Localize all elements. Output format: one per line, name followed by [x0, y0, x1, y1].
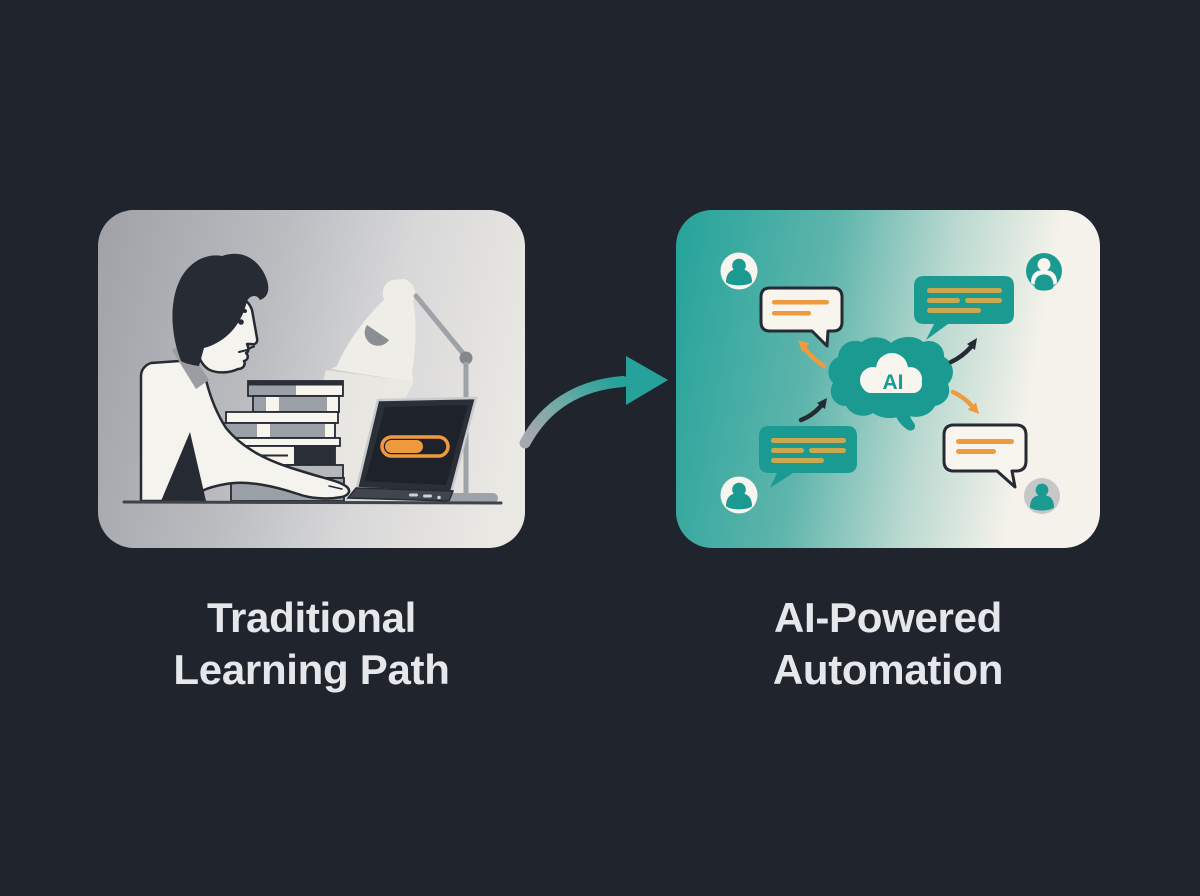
bubble-text-line	[965, 298, 1002, 303]
lamp-arm	[413, 293, 469, 360]
right-caption-line2: Automation	[772, 646, 1004, 693]
bubble-text-line	[771, 458, 824, 463]
bubble-text-line	[956, 439, 1014, 444]
traditional-learning-card	[98, 210, 525, 548]
avatar-head	[732, 258, 746, 273]
transition-arrow-head	[626, 356, 668, 405]
traditional-learning-illustration	[122, 253, 503, 505]
avatar-shoulders	[1034, 274, 1054, 291]
arrow-to-top-left-icon	[798, 340, 827, 369]
arrow-shaft	[948, 344, 974, 365]
book-edge	[248, 381, 343, 386]
bubble-shape	[759, 426, 857, 488]
avatar-bottom-right-icon	[1024, 478, 1060, 514]
chat-bubble-top-left	[759, 286, 844, 348]
ai-automation-illustration: AI	[720, 252, 1062, 514]
mouth-line	[238, 349, 248, 353]
avatar-top-right-icon	[1026, 253, 1062, 291]
avatar-top-left-icon	[720, 252, 758, 290]
avatar-head	[732, 482, 746, 497]
avatar-shoulders	[726, 493, 752, 510]
arrow-shaft	[950, 389, 975, 409]
lamp-shade-slit	[364, 325, 389, 346]
book-slot	[266, 397, 279, 411]
book-pages	[325, 424, 334, 437]
desk-line	[122, 500, 503, 505]
bubble-shape	[942, 423, 1028, 489]
bubble-text-line	[927, 298, 960, 303]
bubble-text-line	[809, 448, 846, 453]
lap-shadow	[161, 432, 206, 501]
left-caption: Traditional Learning Path	[98, 592, 525, 696]
arrow-head	[798, 340, 810, 353]
bubble-text-line	[956, 449, 996, 454]
lamp-base	[449, 493, 498, 503]
arrow-shaft	[798, 403, 824, 423]
book	[230, 437, 341, 447]
laptop-port	[409, 493, 418, 497]
chat-bubble-bottom-left	[759, 426, 857, 488]
progress-pill-track	[380, 435, 450, 458]
left-caption-line2: Learning Path	[173, 646, 450, 693]
book-slot	[257, 424, 270, 437]
arrow-head	[967, 402, 979, 414]
avatar-shoulders	[1030, 495, 1054, 511]
arrow-shaft	[803, 347, 827, 369]
arrow-from-bottom-left-icon	[798, 398, 827, 423]
avatar-head	[1037, 258, 1051, 271]
book	[252, 395, 340, 413]
laptop-icon	[346, 396, 478, 502]
avatar-head	[1035, 483, 1049, 497]
finger-line	[328, 485, 343, 490]
chat-bubble-top-right	[914, 276, 1014, 340]
eyebrow	[229, 308, 247, 316]
chat-bubble-bottom-right	[942, 423, 1028, 489]
transition-arrow-shaft	[519, 376, 629, 449]
arrow-head	[967, 338, 977, 350]
bubble-text-line	[927, 288, 1002, 293]
ai-automation-card: AI	[676, 210, 1100, 548]
laptop-port	[437, 495, 441, 500]
right-caption: AI-Powered Automation	[676, 592, 1100, 696]
bubble-text-line	[772, 311, 811, 316]
lamp-joint	[459, 351, 473, 365]
avatar-bottom-left-icon	[720, 476, 758, 514]
ai-cloud	[860, 353, 922, 393]
arrow-head	[817, 398, 827, 409]
book-dark-half	[294, 446, 335, 465]
brain-stem	[895, 410, 916, 431]
progress-pill-fill	[385, 440, 423, 453]
book	[225, 411, 339, 424]
bubble-text-line	[771, 448, 804, 453]
transition-arrow	[500, 330, 680, 460]
ai-label: AI	[883, 371, 904, 394]
nose-line	[247, 345, 255, 350]
book-pages	[327, 397, 338, 411]
student-figure	[139, 253, 351, 503]
left-caption-line1: Traditional	[206, 594, 417, 641]
bubble-text-line	[927, 308, 981, 313]
arrow-to-bottom-right-icon	[950, 389, 979, 414]
bubble-text-line	[771, 438, 846, 443]
cloud-base	[862, 375, 922, 393]
book	[223, 422, 336, 439]
laptop-base	[346, 487, 455, 502]
transition-arrow-icon	[519, 356, 668, 449]
bubble-shape	[759, 286, 844, 348]
arrow-to-top-right-icon	[948, 338, 977, 365]
bubble-text-line	[772, 300, 829, 305]
right-caption-line1: AI-Powered	[773, 594, 1003, 641]
hair	[172, 253, 269, 366]
eye	[238, 319, 244, 325]
ai-brain-icon: AI	[828, 336, 953, 431]
laptop-port	[423, 494, 432, 498]
desk-lamp-icon	[331, 279, 498, 503]
avatar-shoulders	[726, 269, 752, 286]
